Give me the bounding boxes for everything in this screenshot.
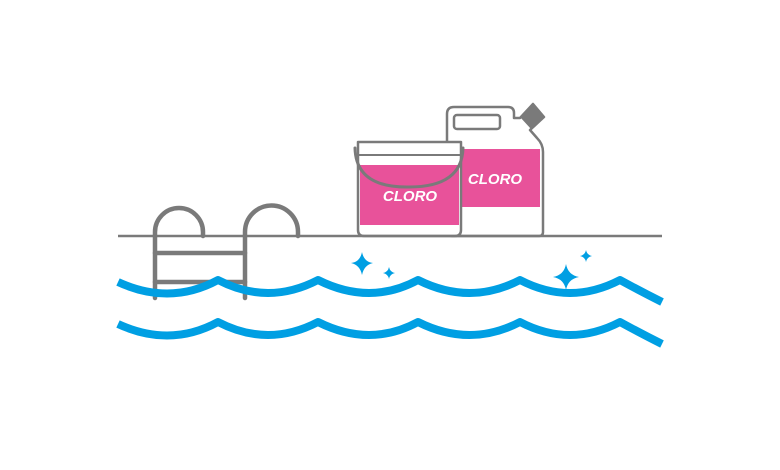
bucket-label-text: CLORO (383, 188, 437, 205)
chlorine-jug-icon: CLORO (445, 102, 546, 238)
jug-label (461, 149, 540, 207)
jug-label-text: CLORO (468, 171, 522, 188)
sparkle-icon (351, 250, 592, 290)
wave-icon (116, 276, 664, 348)
bucket-handle (353, 146, 465, 189)
bucket-label (360, 165, 459, 225)
chlorine-bucket-icon: CLORO (353, 140, 465, 238)
